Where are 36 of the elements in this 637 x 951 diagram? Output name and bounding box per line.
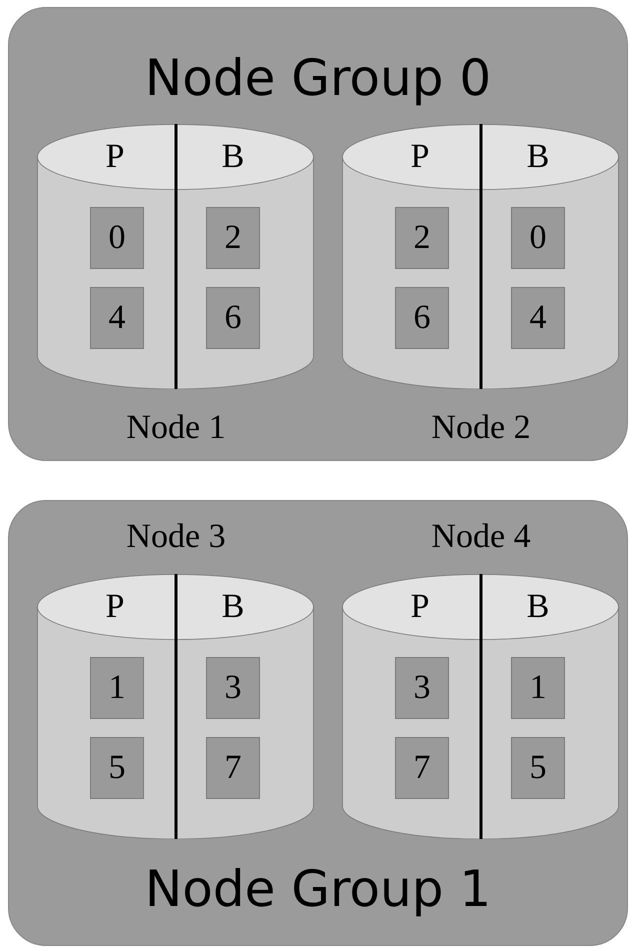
partition-box: 2 — [206, 207, 260, 269]
column-heading: P — [410, 140, 430, 174]
partition-box: 6 — [395, 287, 449, 349]
group-panel — [8, 7, 628, 461]
partition-box: 0 — [90, 207, 144, 269]
cylinder — [37, 574, 314, 839]
partition-box: 7 — [206, 737, 260, 799]
cylinder — [342, 574, 619, 839]
partition-box: 1 — [90, 657, 144, 719]
partition-box: 0 — [511, 207, 565, 269]
column-heading: P — [106, 140, 124, 174]
column-heading: B — [526, 590, 550, 624]
partition-box: 4 — [90, 287, 144, 349]
group-panel — [8, 500, 628, 946]
column-heading: B — [222, 590, 244, 624]
group-title: Node Group 0 — [144, 53, 492, 103]
partition-box: 1 — [511, 657, 565, 719]
partition-box: 7 — [395, 737, 449, 799]
partition-box: 3 — [395, 657, 449, 719]
column-heading: B — [222, 140, 244, 174]
node-label: Node 3 — [126, 520, 226, 554]
partition-box: 3 — [206, 657, 260, 719]
column-heading: P — [410, 590, 430, 624]
partition-box: 5 — [511, 737, 565, 799]
partition-box: 4 — [511, 287, 565, 349]
group-title: Node Group 1 — [144, 864, 492, 914]
node-label: Node 4 — [431, 520, 531, 554]
partition-box: 2 — [395, 207, 449, 269]
column-heading: P — [106, 590, 124, 624]
cylinder — [37, 124, 314, 389]
partition-box: 5 — [90, 737, 144, 799]
node-label: Node 2 — [431, 411, 531, 445]
partition-box: 6 — [206, 287, 260, 349]
cylinder — [342, 124, 619, 389]
column-heading: B — [526, 140, 550, 174]
node-label: Node 1 — [126, 411, 226, 445]
